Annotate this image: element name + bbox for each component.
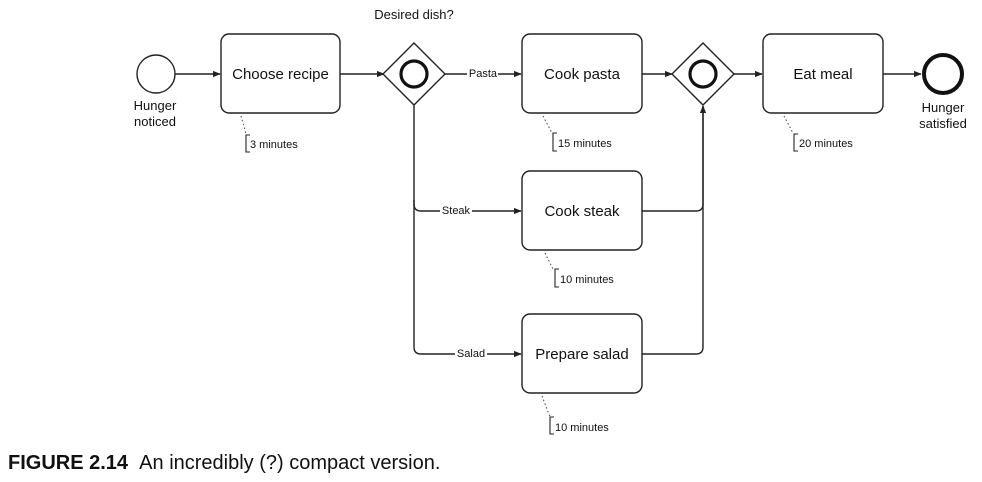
annotation-connector-choose-recipe: [240, 115, 247, 135]
annotation-eat-meal: 20 minutes: [799, 138, 853, 150]
start-event-label-line1: Hunger: [134, 98, 177, 113]
annotation-connector-eat-meal: [783, 115, 794, 134]
flow-gateway-to-prepare-salad: [413, 200, 522, 358]
task-cook-pasta-label: Cook pasta: [544, 66, 621, 83]
end-event-label-line2: satisfied: [919, 116, 967, 131]
annotation-bracket-cook-steak: [554, 268, 559, 288]
merge-gateway-inclusive-icon: [688, 59, 718, 89]
figure-caption: FIGURE 2.14 An incredibly (?) compact ve…: [8, 452, 440, 475]
annotation-prepare-salad: 10 minutes: [555, 422, 609, 434]
flow-gateway-to-cook-steak: [413, 105, 522, 215]
flow-label-bg-salad: [455, 347, 487, 360]
flow-label-steak: Steak: [442, 205, 471, 217]
split-gateway: [382, 42, 446, 106]
gateway-question-label: Desired dish?: [374, 7, 454, 22]
figure-caption-text: An incredibly (?) compact version.: [139, 452, 441, 474]
end-event-label-line1: Hunger: [922, 100, 965, 115]
annotation-bracket-prepare-salad: [549, 416, 554, 435]
flow-prepare-salad-to-merge-gateway: [642, 105, 707, 355]
start-event-label-line2: noticed: [134, 114, 176, 129]
flow-label-bg-steak: [440, 204, 472, 217]
annotation-connector-prepare-salad: [541, 395, 551, 418]
task-choose-recipe-label: Choose recipe: [232, 66, 329, 83]
annotation-cook-pasta: 15 minutes: [558, 138, 612, 150]
annotation-connector-cook-pasta: [542, 115, 553, 134]
task-cook-steak-label: Cook steak: [544, 203, 620, 220]
flow-label-bg-pasta: [467, 67, 498, 80]
end-event: [922, 53, 964, 95]
figure-caption-number: FIGURE 2.14: [8, 452, 129, 474]
flow-label-salad: Salad: [457, 348, 485, 360]
annotation-bracket-choose-recipe: [245, 134, 250, 153]
annotation-bracket-cook-pasta: [552, 132, 557, 152]
annotation-connector-cook-steak: [544, 252, 554, 270]
bpmn-diagram: Desired dish? Hunger noticed Choose reci…: [134, 7, 967, 435]
task-prepare-salad-label: Prepare salad: [535, 346, 628, 363]
merge-gateway: [671, 42, 735, 106]
annotation-bracket-eat-meal: [793, 133, 798, 152]
flow-label-pasta: Pasta: [469, 68, 498, 80]
start-event: [136, 54, 176, 94]
split-gateway-inclusive-icon: [399, 59, 429, 89]
task-eat-meal-label: Eat meal: [793, 66, 852, 83]
annotation-choose-recipe: 3 minutes: [250, 139, 298, 151]
flow-cook-steak-to-merge-gateway: [642, 106, 704, 212]
annotation-cook-steak: 10 minutes: [560, 274, 614, 286]
